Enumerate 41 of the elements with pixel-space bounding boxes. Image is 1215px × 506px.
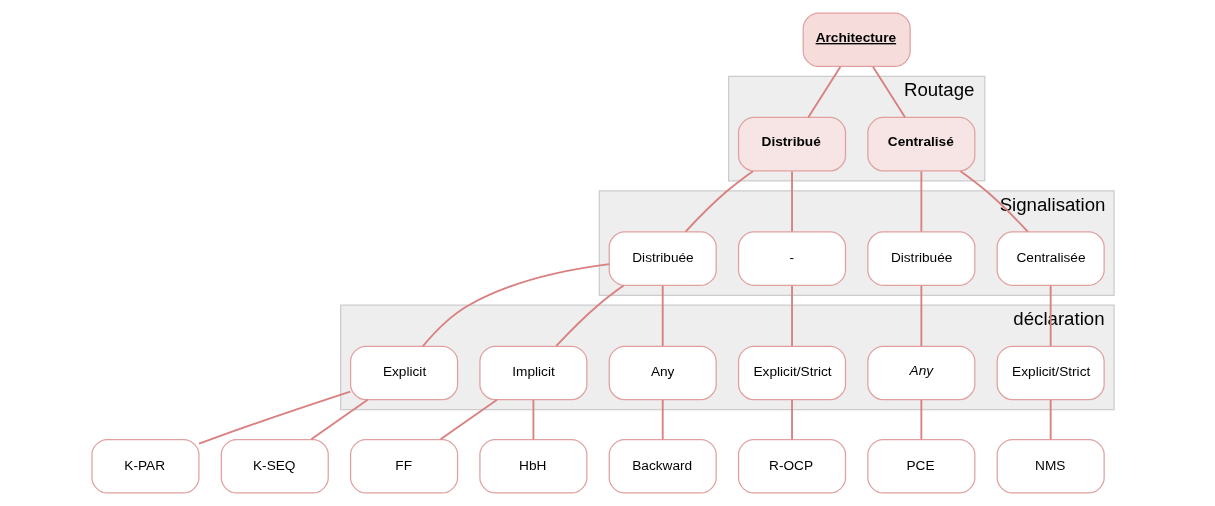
connector	[309, 398, 369, 441]
node-box: Distribuée	[608, 231, 717, 286]
node-box: Architecture	[802, 12, 911, 68]
connector	[919, 399, 922, 441]
connector	[790, 399, 793, 441]
node-box: Backward	[608, 438, 717, 494]
node-box: K-PAR	[90, 438, 200, 494]
node-box: Distribuée	[866, 231, 975, 286]
node-box: Centralisé	[866, 116, 975, 172]
node-box: Any	[866, 345, 975, 401]
connector	[661, 399, 664, 441]
node-box: Explicit/Strict	[737, 345, 846, 401]
node-box: HbH	[478, 438, 587, 494]
connector	[421, 263, 610, 348]
connector	[554, 284, 624, 347]
node-box: R-OCP	[737, 438, 846, 494]
connector	[531, 399, 534, 441]
node-box: K-SEQ	[220, 438, 329, 494]
node-box: NMS	[996, 438, 1105, 494]
connector	[661, 284, 664, 347]
node-box: Distribué	[737, 116, 846, 172]
connector	[959, 170, 1029, 233]
connector	[871, 65, 906, 119]
connector	[197, 390, 351, 445]
connector	[806, 65, 841, 119]
connector	[790, 170, 793, 233]
node-box: FF	[349, 438, 458, 494]
connector	[1049, 284, 1052, 347]
node-box: Explicit	[349, 345, 458, 401]
connector	[684, 170, 754, 233]
node-box: Any	[608, 345, 717, 401]
node-box: PCE	[866, 438, 975, 494]
connector	[919, 284, 922, 347]
node-box: Implicit	[478, 345, 587, 401]
connector	[919, 170, 922, 233]
node-box: Centralisée	[996, 231, 1105, 286]
node-box: Explicit/Strict	[996, 345, 1105, 401]
connector	[1049, 399, 1052, 441]
connector	[439, 398, 498, 441]
connector	[790, 284, 793, 347]
node-box: -	[737, 231, 846, 286]
